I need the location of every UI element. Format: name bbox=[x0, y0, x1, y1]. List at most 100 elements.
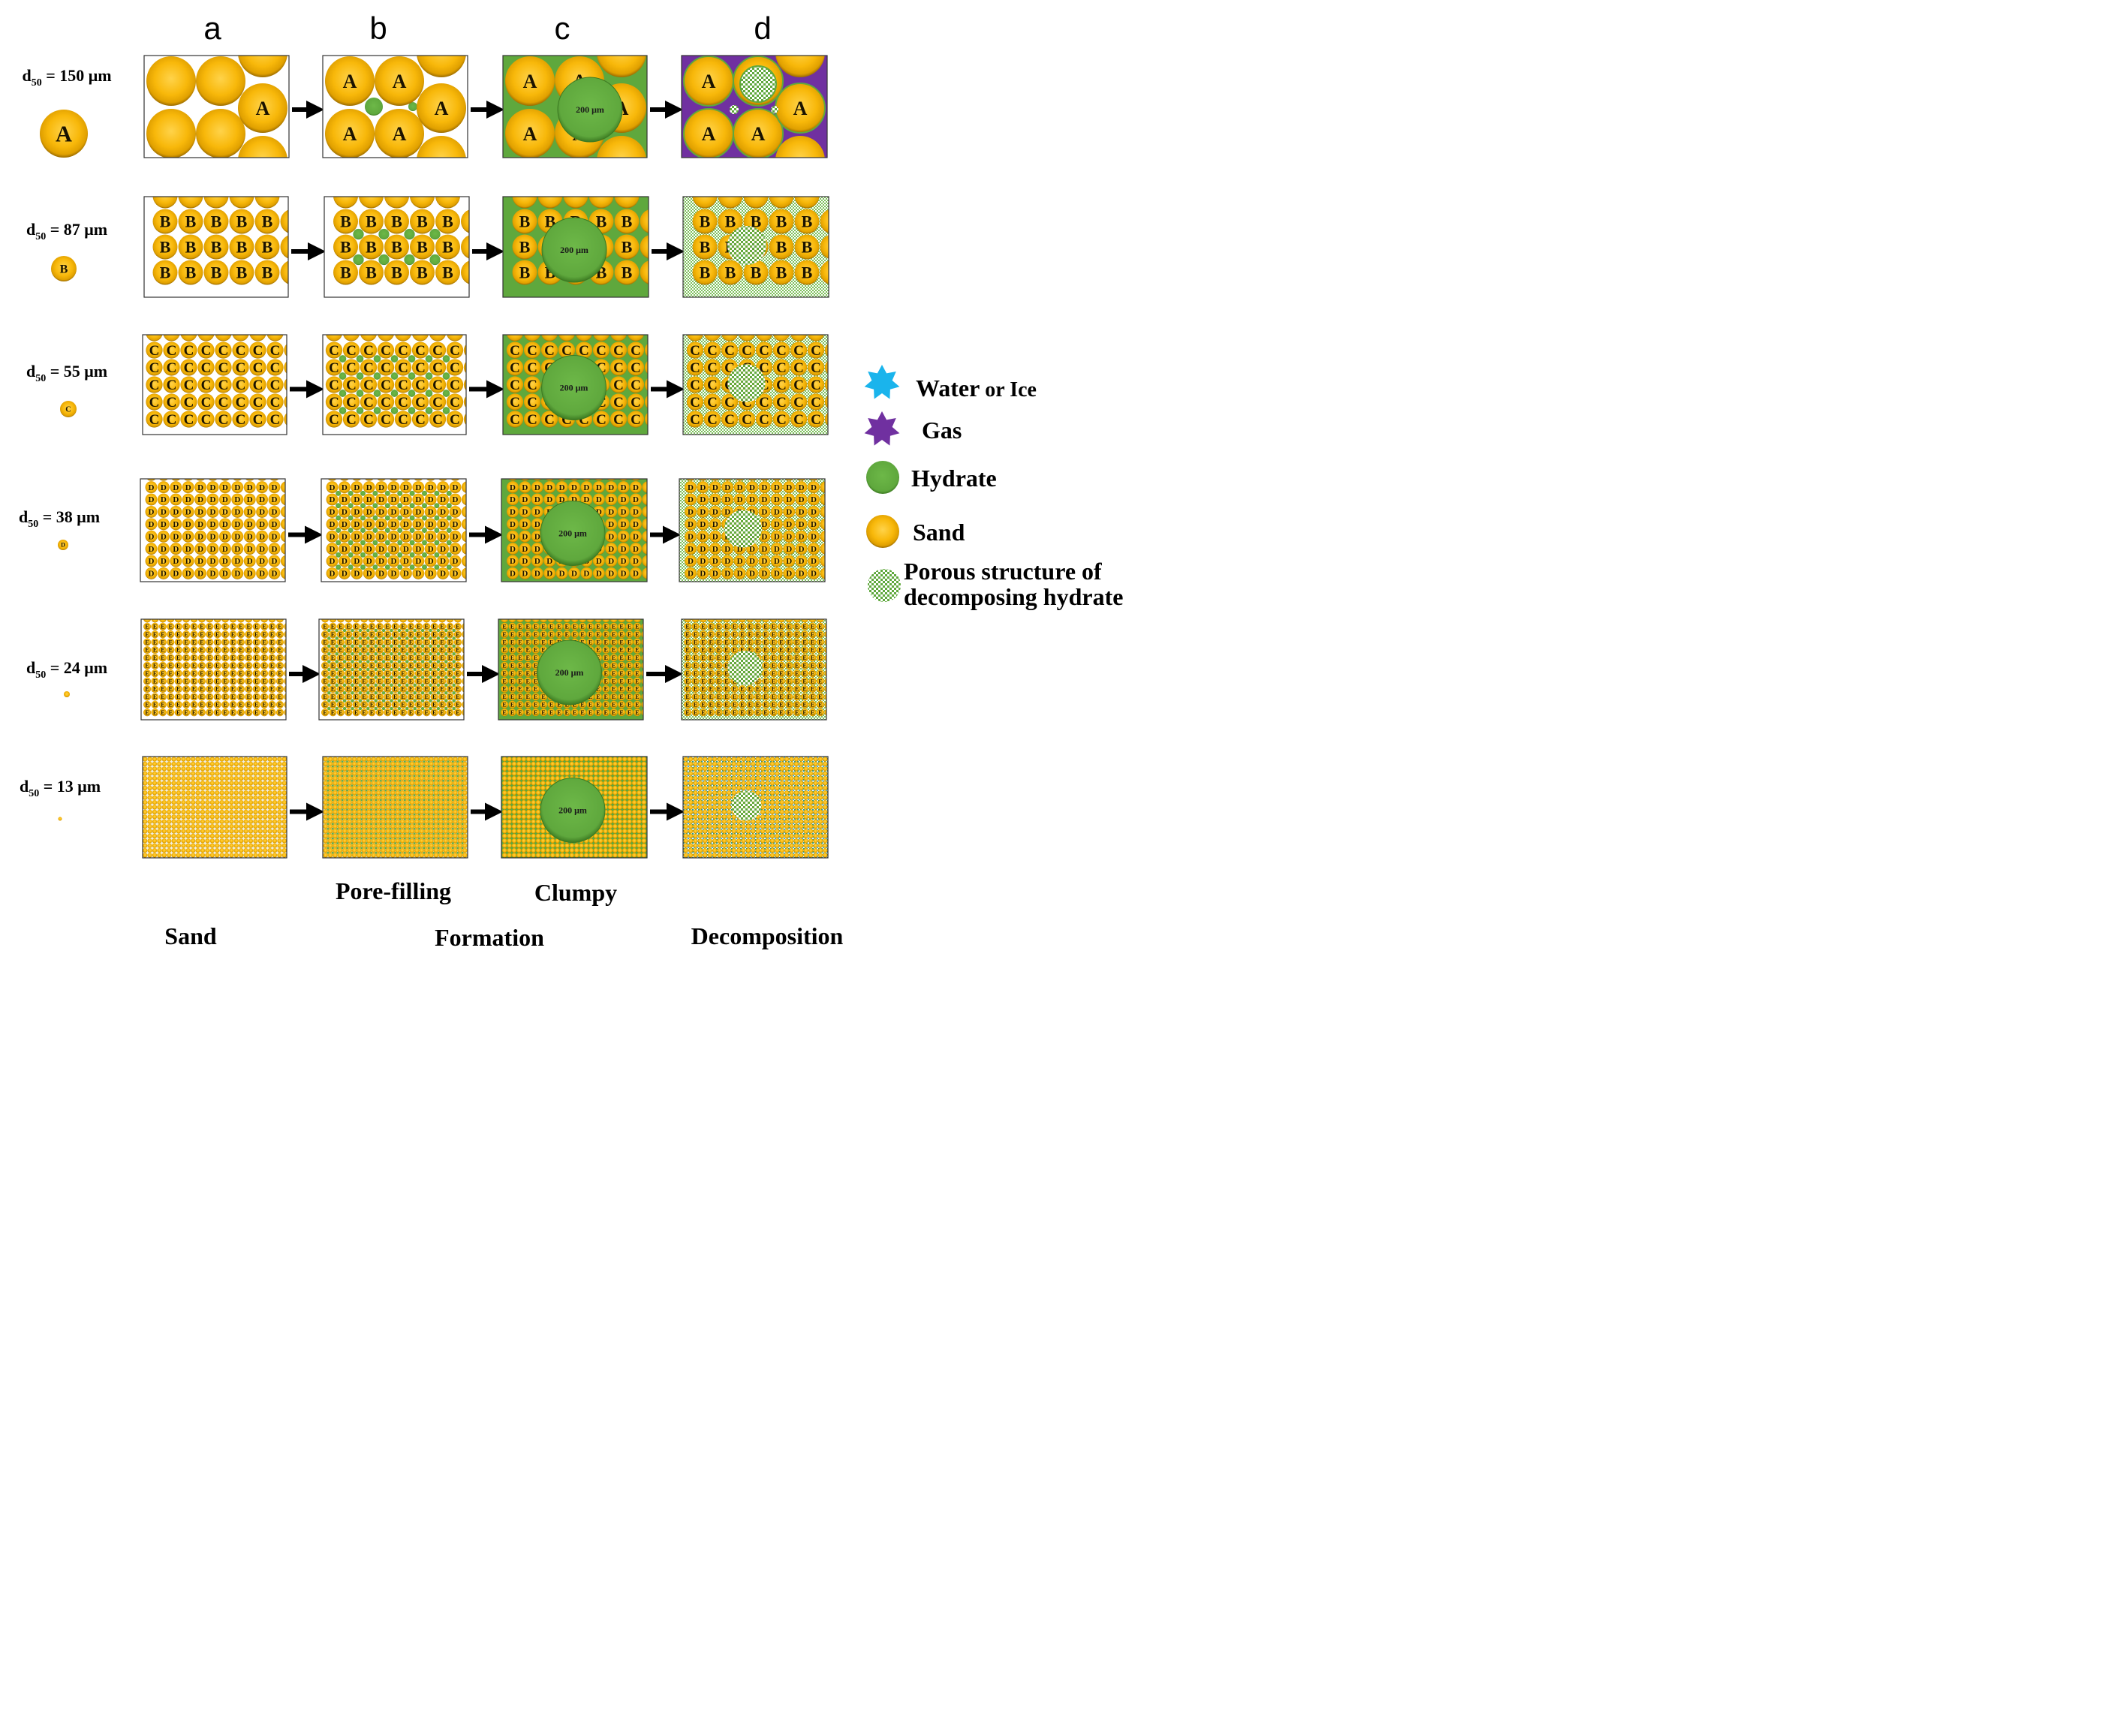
grain-label: D bbox=[149, 495, 155, 504]
pore-hydrate-dot bbox=[408, 407, 416, 414]
sand-grain bbox=[254, 260, 280, 285]
pore-hydrate-dot bbox=[374, 660, 378, 663]
sand-grain bbox=[352, 700, 360, 709]
pore-hydrate-dot bbox=[360, 837, 363, 840]
grain-label: E bbox=[779, 709, 783, 716]
grain-label: A bbox=[343, 71, 357, 92]
grain-label: D bbox=[342, 557, 348, 566]
sand-grain bbox=[531, 505, 543, 518]
sand-grain bbox=[424, 543, 437, 555]
sand-grain bbox=[351, 518, 363, 531]
sand-grain bbox=[152, 260, 178, 285]
pore-hydrate-dot bbox=[420, 644, 425, 648]
sand-grain bbox=[721, 493, 734, 506]
sand-grain bbox=[152, 838, 158, 844]
grain-label: E bbox=[756, 709, 760, 716]
grain-label: D bbox=[799, 532, 805, 541]
pore-hydrate-dot bbox=[378, 254, 390, 266]
pore-hydrate-dot bbox=[394, 808, 396, 811]
pore-hydrate-dot bbox=[331, 837, 334, 840]
grain-label: E bbox=[323, 631, 327, 638]
sand-grain-edge bbox=[190, 619, 198, 623]
sand-grain bbox=[253, 785, 258, 791]
grain-label: E bbox=[231, 639, 235, 645]
grain-label: E bbox=[270, 670, 274, 677]
sand-grain bbox=[531, 654, 540, 662]
grain-label: E bbox=[184, 702, 188, 709]
grain-label: E bbox=[417, 686, 420, 693]
grain-label: E bbox=[694, 663, 697, 669]
sand-grain bbox=[191, 757, 196, 762]
sand-grain bbox=[618, 684, 626, 693]
sand-grain bbox=[715, 638, 723, 646]
grain-label: E bbox=[588, 702, 592, 709]
sand-grain bbox=[531, 555, 543, 567]
sand-grain bbox=[755, 341, 773, 359]
sand-grain-edge bbox=[501, 619, 509, 623]
sand-grain bbox=[167, 805, 172, 810]
sand-grain bbox=[236, 700, 245, 709]
pore-hydrate-dot bbox=[403, 847, 406, 850]
sand-grain-edge bbox=[570, 619, 579, 623]
grain-label: E bbox=[588, 639, 592, 645]
pore-hydrate-dot bbox=[331, 823, 334, 826]
grain-label: C bbox=[167, 378, 177, 393]
pore-hydrate-dot bbox=[461, 813, 464, 816]
grain-label: D bbox=[366, 545, 372, 554]
sand-grain bbox=[730, 622, 739, 630]
sand-grain bbox=[221, 693, 230, 701]
sand-grain-edge bbox=[579, 619, 587, 623]
sand-grain bbox=[231, 505, 244, 518]
grain-label: E bbox=[733, 631, 736, 638]
pore-hydrate-dot bbox=[327, 799, 330, 802]
sand-grain bbox=[790, 393, 808, 411]
grain-label: D bbox=[247, 495, 253, 504]
sand-grain bbox=[333, 260, 358, 285]
grain-label: D bbox=[354, 520, 360, 529]
pore-hydrate-dot bbox=[425, 407, 433, 414]
sand-grain bbox=[361, 757, 367, 762]
sand-grain bbox=[236, 654, 245, 662]
pore-hydrate-dot bbox=[346, 770, 348, 772]
pore-hydrate-dot bbox=[413, 691, 417, 695]
grain-label: E bbox=[701, 678, 705, 684]
grain-label: D bbox=[534, 508, 540, 517]
sand-grain bbox=[219, 805, 224, 810]
sand-grain bbox=[336, 693, 345, 701]
sand-grain bbox=[630, 481, 642, 494]
pore-hydrate-dot bbox=[452, 660, 456, 663]
grain-label: D bbox=[453, 508, 459, 517]
pore-hydrate-dot bbox=[327, 808, 330, 811]
sand-grain bbox=[446, 411, 464, 428]
pore-hydrate-dot bbox=[355, 847, 358, 850]
pore-hydrate-dot bbox=[432, 813, 435, 816]
sand-grain bbox=[605, 481, 618, 494]
grain-label: E bbox=[270, 709, 274, 716]
pore-hydrate-dot bbox=[381, 691, 386, 695]
sand-grain bbox=[167, 829, 172, 834]
sand-grain bbox=[685, 505, 697, 518]
sand-grain bbox=[170, 493, 182, 506]
pore-hydrate-dot bbox=[375, 784, 378, 787]
sand-grain bbox=[243, 518, 256, 531]
sand-grain bbox=[268, 677, 276, 685]
sand-grain bbox=[248, 785, 254, 791]
pore-hydrate-dot bbox=[356, 407, 364, 414]
grain-label: E bbox=[802, 693, 806, 700]
sand-grain bbox=[777, 709, 785, 717]
grain-label: D bbox=[366, 483, 372, 492]
sand-grain bbox=[191, 790, 196, 796]
sand-grain bbox=[715, 700, 723, 709]
sand-grain bbox=[633, 677, 641, 685]
sand-grain bbox=[209, 781, 215, 786]
grain-label: D bbox=[354, 508, 360, 517]
sand-grain bbox=[245, 630, 253, 639]
sand-grain bbox=[190, 654, 198, 662]
sand-grain bbox=[360, 645, 369, 654]
pore-hydrate-dot bbox=[456, 765, 459, 768]
sand-grain-edge bbox=[790, 335, 807, 341]
sand-grain-edge bbox=[275, 619, 284, 623]
pore-hydrate-dot bbox=[429, 667, 432, 672]
sand-grain-edge bbox=[171, 752, 176, 757]
sand-grain bbox=[260, 684, 269, 693]
